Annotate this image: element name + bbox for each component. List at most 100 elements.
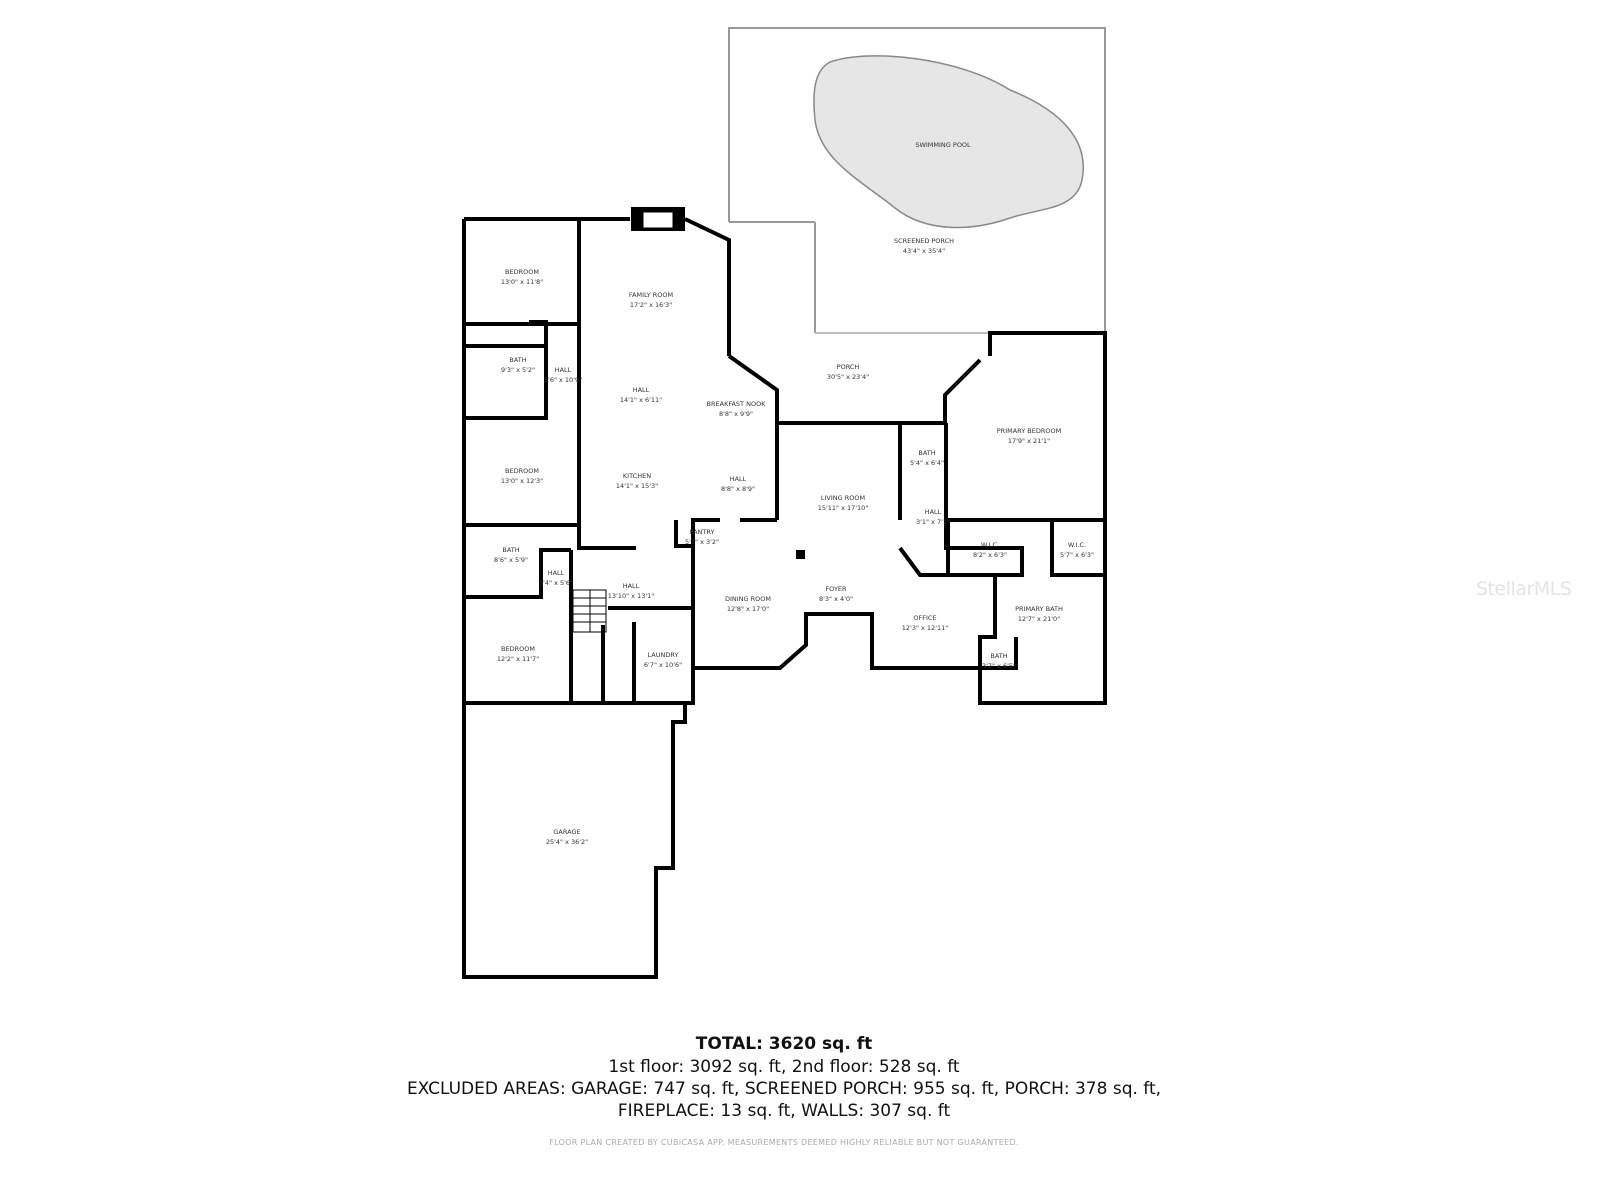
wall [898, 546, 948, 577]
room-name: HALL [924, 508, 942, 516]
room-label: W.I.C. 5'7" x 6'3" [1060, 540, 1094, 560]
room-dimensions: 13'0" x 12'3" [500, 477, 544, 485]
room-name: BATH [918, 449, 936, 457]
room-name: HALL [632, 386, 650, 394]
room-name: FAMILY ROOM [628, 291, 674, 299]
room-dimensions: 5'7" x 3'2" [684, 538, 720, 546]
room-label: LIVING ROOM 15'11" x 17'10" [818, 493, 869, 513]
room-label: BREAKFAST NOOK 8'8" x 9'9" [707, 399, 766, 419]
room-label: SWIMMING POOL [915, 140, 970, 150]
room-dimensions: 13'10" x 13'1" [607, 592, 655, 600]
room-label: HALL 14'1" x 6'11" [620, 385, 662, 405]
room-label: BATH 8'6" x 5'9" [494, 545, 528, 565]
room-label: KITCHEN 14'1" x 15'3" [616, 471, 658, 491]
room-name: GARAGE [553, 828, 581, 836]
room-name: BATH [502, 546, 520, 554]
room-name: W.I.C. [1067, 541, 1087, 549]
wall [464, 548, 571, 599]
room-dimensions: 8'3" x 4'0" [818, 595, 854, 603]
room-name: LIVING ROOM [820, 494, 866, 502]
room-name: OFFICE [913, 614, 937, 622]
watermark-logo: StellarMLS [1476, 578, 1572, 600]
wall [577, 219, 636, 550]
wall [462, 219, 687, 979]
room-label: HALL 3'6" x 10'9" [544, 365, 582, 385]
room-label: PRIMARY BATH 12'7" x 21'0" [1015, 604, 1063, 624]
floor-areas: 1st floor: 3092 sq. ft, 2nd floor: 528 s… [608, 1057, 960, 1077]
room-dimensions: 14'1" x 15'3" [615, 482, 659, 490]
wall [1050, 520, 1105, 577]
room-dimensions: 15'11" x 17'10" [817, 504, 869, 512]
room-name: LAUNDRY [647, 651, 679, 659]
room-dimensions: 12'8" x 17'0" [726, 605, 770, 613]
room-label: HALL 3'4" x 5'6" [539, 568, 573, 588]
room-name: PANTRY [689, 528, 715, 536]
swimming-pool-shape [813, 55, 1084, 229]
room-dimensions: 5'7" x 6'3" [1059, 551, 1095, 559]
room-name: BREAKFAST NOOK [706, 400, 766, 408]
room-name: SCREENED PORCH [893, 237, 955, 245]
room-label: PORCH 30'5" x 23'4" [827, 362, 869, 382]
room-name: BEDROOM [501, 645, 535, 653]
room-name: HALL [554, 366, 572, 374]
stairs [572, 589, 607, 633]
room-dimensions: 17'9" x 21'1" [1007, 437, 1051, 445]
room-dimensions: 12'3" x 12'11" [901, 624, 949, 632]
wall [676, 518, 720, 548]
walls [462, 217, 1107, 979]
room-label: PANTRY 5'7" x 3'2" [685, 527, 719, 547]
excluded-areas-line1: EXCLUDED AREAS: GARAGE: 747 sq. ft, SCRE… [406, 1079, 1162, 1099]
room-name: BATH [509, 356, 527, 364]
room-dimensions: 9'3" x 5'2" [500, 366, 536, 374]
wall [727, 354, 779, 520]
room-label: BEDROOM 13'0" x 11'8" [501, 267, 543, 287]
room-dimensions: 3'4" x 5'6" [538, 579, 574, 587]
room-dimensions: 6'7" x 10'6" [643, 661, 683, 669]
room-dimensions: 8'8" x 8'9" [720, 485, 756, 493]
room-label: BATH 9'3" x 5'2" [501, 355, 535, 375]
total-area: TOTAL: 3620 sq. ft [695, 1034, 873, 1054]
room-name: HALL [729, 475, 747, 483]
disclaimer: FLOOR PLAN CREATED BY CUBICASA APP. MEAS… [549, 1138, 1019, 1147]
room-label: FOYER 8'3" x 4'0" [819, 584, 853, 604]
room-dimensions: 3'6" x 10'9" [543, 376, 583, 384]
room-dimensions: 43'4" x 35'4" [902, 247, 946, 255]
room-label: FAMILY ROOM 17'2" x 16'3" [629, 290, 673, 310]
room-dimensions: 14'1" x 6'11" [619, 396, 663, 404]
room-name: KITCHEN [622, 472, 652, 480]
room-name: W.I.C. [980, 541, 1000, 549]
room-dimensions: 25'4" x 36'2" [545, 838, 589, 846]
room-dimensions: 3'1" x 7'1" [915, 518, 951, 526]
room-dimensions: 13'0" x 11'8" [500, 278, 544, 286]
room-dimensions: 17'2" x 16'3" [629, 301, 673, 309]
wall [691, 331, 1107, 705]
room-dimensions: 3'7" x 6'5" [981, 662, 1017, 670]
wall [978, 575, 997, 703]
room-name: BATH [990, 652, 1008, 660]
room-dimensions: 12'7" x 21'0" [1017, 615, 1061, 623]
wall [900, 358, 982, 425]
room-name: PRIMARY BATH [1015, 605, 1063, 613]
room-name: HALL [547, 569, 565, 577]
room-dimensions: 30'5" x 23'4" [826, 373, 870, 381]
wall [464, 546, 695, 705]
room-name: BEDROOM [505, 268, 539, 276]
room-label: HALL 8'8" x 8'9" [721, 474, 755, 494]
wall [980, 637, 1018, 670]
wall [529, 320, 548, 346]
column [796, 550, 805, 559]
room-dimensions: 8'8" x 9'9" [718, 410, 754, 418]
excluded-areas-line2: FIREPLACE: 13 sq. ft, WALLS: 307 sq. ft [617, 1101, 951, 1121]
room-label: BATH 3'7" x 6'5" [982, 651, 1016, 671]
room-name: DINING ROOM [724, 595, 772, 603]
wall [944, 423, 1105, 577]
room-name: PORCH [836, 363, 860, 371]
room-dimensions: 8'6" x 5'9" [493, 556, 529, 564]
room-name: FOYER [825, 585, 847, 593]
